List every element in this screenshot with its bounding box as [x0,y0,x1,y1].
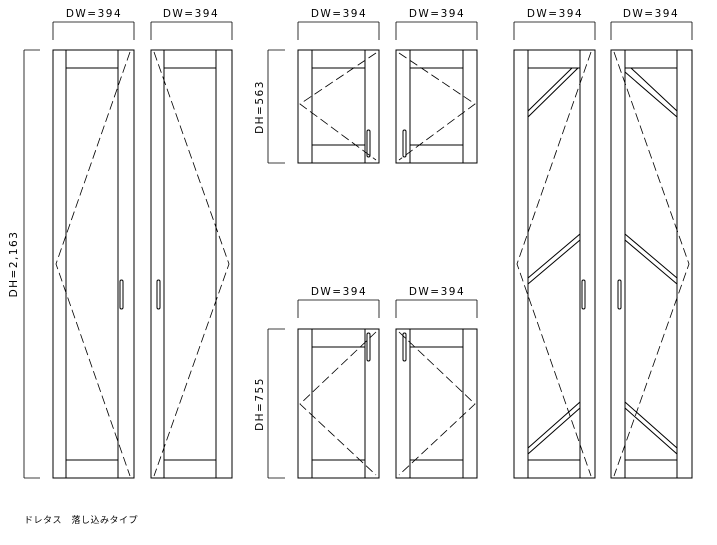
height-dimension: DH=563 [254,49,285,164]
tall-door-right-pair: DW=394 DW=394 [513,8,693,479]
handle [402,332,407,362]
handle [617,279,622,310]
dimension-label: DW=394 [311,8,367,20]
width-dimension: DW=394 [395,286,478,318]
width-dimension: DW=394 [52,8,135,40]
dimension-label: DW=394 [409,286,465,298]
dimension-label: DW=394 [409,8,465,20]
width-dimension: DW=394 [395,8,478,40]
dimension-label: DW=394 [527,8,583,20]
drawing-caption: ドレタス 落し込みタイプ [24,516,139,526]
lower-door-1 [297,328,380,479]
tall-door-3 [513,49,596,479]
handle [156,279,161,310]
tall-door-1 [52,49,135,479]
upper-door-1 [297,49,380,164]
handle [119,279,124,310]
width-dimension: DW=394 [297,8,380,40]
width-dimension: DW=394 [150,8,233,40]
handle [581,279,586,310]
upper-door-2 [395,49,478,164]
lower-door-2 [395,328,478,479]
dimension-label: DH=755 [254,377,266,431]
width-dimension: DW=394 [610,8,693,40]
dimension-label: DH=563 [254,80,266,134]
handle [366,129,371,158]
tall-door-left-pair: DW=394 DW=394 DH=2,163 [8,8,233,479]
lower-door-pair: DW=394 DW=394 DH=755 [254,286,478,479]
height-dimension: DH=755 [254,328,285,479]
dimension-label: DW=394 [311,286,367,298]
dimension-label: DH=2,163 [8,231,20,298]
handle [402,129,407,158]
dimension-label: DW=394 [163,8,219,20]
handle [366,332,371,362]
tall-door-4 [610,49,693,479]
upper-door-pair: DW=394 DW=394 DH=563 [254,8,478,164]
tall-door-2 [150,49,233,479]
width-dimension: DW=394 [297,286,380,318]
dimension-label: DW=394 [66,8,122,20]
width-dimension: DW=394 [513,8,596,40]
dimension-label: DW=394 [623,8,679,20]
height-dimension: DH=2,163 [8,49,40,479]
